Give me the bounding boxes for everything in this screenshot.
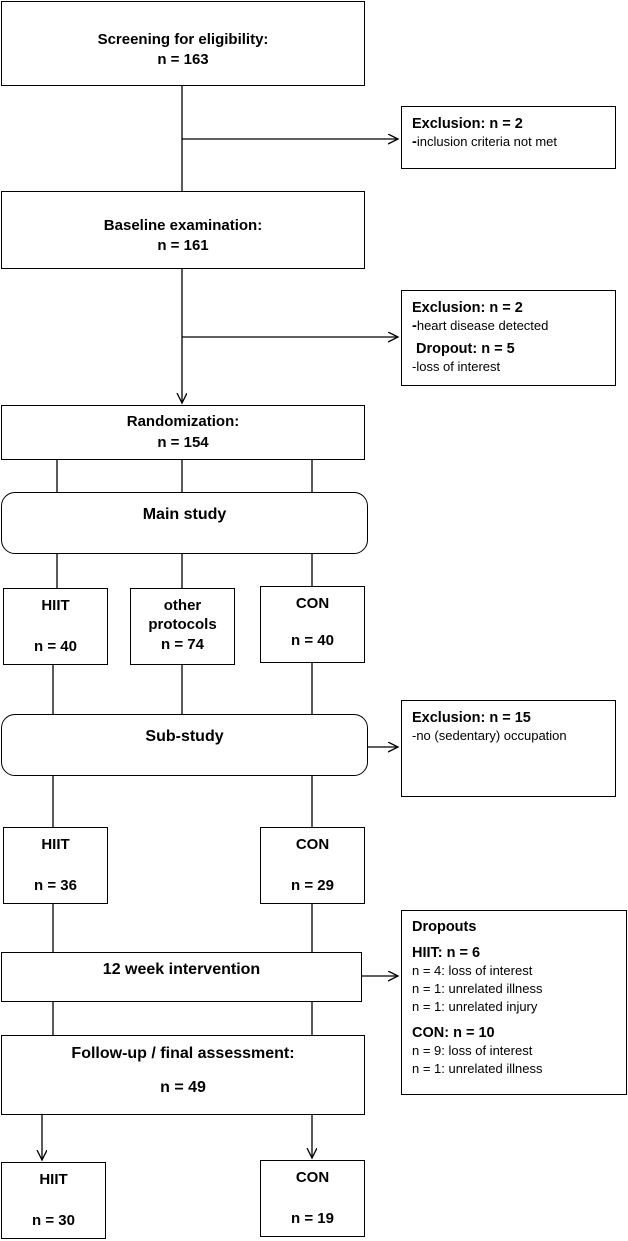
arm-label: HIIT [39,1171,68,1188]
exclusion-reason: inclusion criteria not met [416,134,558,149]
main-study-title: Main study [142,506,227,523]
dropout-item: n = 1: unrelated illness [412,981,543,996]
main-study-box: Main study [1,492,368,554]
baseline-count: n = 161 [157,237,209,254]
intervention-box: 12 week intervention [1,952,362,1002]
arm-count: n = 30 [32,1212,75,1229]
arm-label: CON [295,836,330,853]
arm-count: n = 19 [291,1210,334,1227]
baseline-box: Baseline examination: n = 161 [1,191,365,269]
exclusion-reason: -no (sedentary) occupation [412,728,567,743]
exclusion-dash: - [412,134,417,150]
arm-box-other-protocols: other protocols n = 74 [130,588,235,665]
arm-box-hiit-main: HIIT n = 40 [3,588,108,665]
dropouts-box: Dropouts HIIT: n = 6 n = 4: loss of inte… [401,910,627,1095]
dropout-reason: -loss of interest [412,359,501,374]
sub-study-box: Sub-study [1,714,368,776]
dropout-item: n = 1: unrelated illness [412,1061,543,1076]
arm-label: CON [295,595,330,612]
randomization-box: Randomization: n = 154 [1,405,365,460]
dropout-item: n = 1: unrelated injury [412,999,538,1014]
exclusion-box-baseline: Exclusion: n = 2 -heart disease detected… [401,290,616,386]
dropout-item: n = 9: loss of interest [412,1043,533,1058]
exclusion-reason: heart disease detected [416,318,549,333]
followup-box: Follow-up / final assessment: n = 49 [1,1035,365,1115]
arm-count: n = 74 [161,636,204,653]
arm-count: n = 40 [34,638,77,655]
dropouts-hiit-title: HIIT: n = 6 [412,945,481,961]
exclusion-box-sub-study: Exclusion: n = 15 -no (sedentary) occupa… [401,700,616,797]
screening-box: Screening for eligibility: n = 163 [1,1,365,86]
randomization-title: Randomization: [126,413,240,430]
followup-count: n = 49 [160,1079,206,1096]
screening-title: Screening for eligibility: [97,31,269,48]
sub-study-title: Sub-study [145,728,224,745]
arm-box-con-sub: CON n = 29 [260,827,365,904]
baseline-title: Baseline examination: [103,217,263,234]
screening-count: n = 163 [157,51,209,68]
arm-count: n = 40 [291,632,334,649]
exclusion-title: Exclusion: n = 2 [412,116,523,132]
arm-label-line2: protocols [148,616,217,633]
arm-label: HIIT [41,836,70,853]
dropout-item: n = 4: loss of interest [412,963,533,978]
arm-label: HIIT [41,597,70,614]
arm-box-hiit-final: HIIT n = 30 [1,1162,106,1239]
arm-label-line1: other [163,597,202,614]
exclusion-title: Exclusion: n = 15 [412,710,531,726]
arm-box-con-main: CON n = 40 [260,586,365,663]
dropouts-title: Dropouts [412,919,477,935]
randomization-count: n = 154 [157,434,209,451]
exclusion-title: Exclusion: n = 2 [412,300,523,316]
dropouts-con-title: CON: n = 10 [412,1025,495,1041]
exclusion-dash: - [412,318,417,334]
dropout-title: Dropout: n = 5 [416,341,515,357]
arm-box-con-final: CON n = 19 [260,1160,365,1237]
arm-label: CON [295,1169,330,1186]
followup-title: Follow-up / final assessment: [71,1045,295,1062]
arm-count: n = 29 [291,877,334,894]
arm-count: n = 36 [34,877,77,894]
exclusion-box-screening: Exclusion: n = 2 -inclusion criteria not… [401,106,616,169]
intervention-title: 12 week intervention [102,961,261,978]
arm-box-hiit-sub: HIIT n = 36 [3,827,108,904]
